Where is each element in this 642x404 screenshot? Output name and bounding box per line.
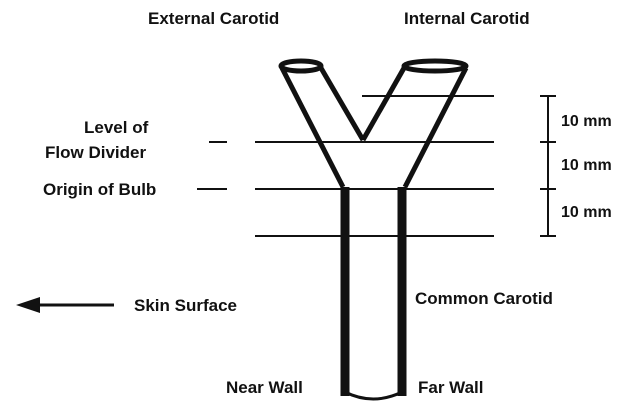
skin-surface-arrow-icon — [16, 297, 114, 313]
skin-surface-label: Skin Surface — [134, 296, 237, 315]
skin-arrow-head — [16, 297, 40, 313]
level-of-label: Level of — [84, 118, 149, 137]
external-carotid-label: External Carotid — [148, 9, 279, 28]
measurement-label-2: 10 mm — [561, 157, 612, 174]
far-wall-label: Far Wall — [418, 378, 484, 397]
near-wall-label: Near Wall — [226, 378, 303, 397]
internal-branch-outer-wall — [405, 68, 466, 187]
external-carotid-end-cap — [281, 61, 321, 71]
measurement-label-3: 10 mm — [561, 204, 612, 221]
internal-carotid-label: Internal Carotid — [404, 9, 530, 28]
carotid-vessel — [281, 61, 466, 399]
flow-divider-apex — [363, 68, 404, 140]
measurement-scale-bar — [540, 96, 556, 236]
measurement-label-1: 10 mm — [561, 113, 612, 130]
common-carotid-bottom-cap — [345, 392, 402, 399]
origin-of-bulb-label: Origin of Bulb — [43, 180, 156, 199]
external-branch-inner-wall — [321, 68, 363, 140]
internal-carotid-end-cap — [404, 61, 466, 71]
common-carotid-label: Common Carotid — [415, 289, 553, 308]
flow-divider-label: Flow Divider — [45, 143, 146, 162]
